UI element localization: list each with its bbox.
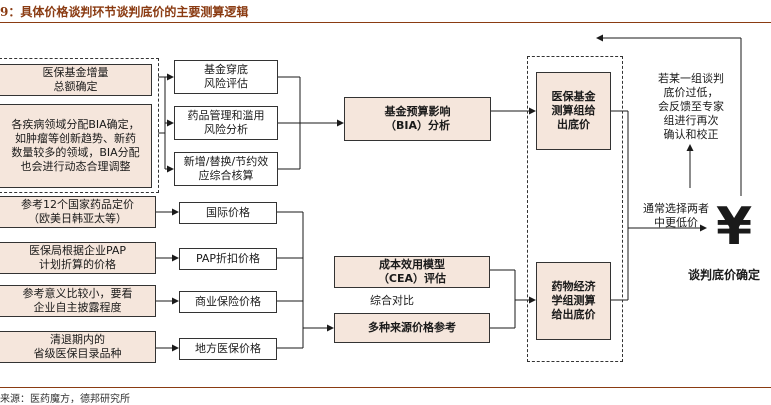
bottom-rule [0,387,771,388]
fund-group-box: 医保基金 测算组给 出底价 [536,72,611,150]
intl-ref-box: 参考12个国家药品定价 （欧美日韩亚太等） [0,196,156,228]
pharma-group-box: 药物经济 学组测算 给出底价 [536,262,611,340]
cea-model-box: 成本效用模型 （CEA）评估 [334,256,490,288]
feedback-note: 若某一组谈判 底价过低， 会反馈至专家 组进行再次 确认和校正 [658,72,724,141]
fund-risk-box: 基金穿底 风险评估 [174,60,278,94]
bia-analysis-box: 基金预算影响 （BIA）分析 [344,97,491,141]
commercial-price-box: 商业保险价格 [179,291,277,313]
top-rule [0,22,771,23]
drug-mgmt-box: 药品管理和滥用 风险分析 [174,106,278,140]
yen-icon: ¥ [716,197,753,257]
choose-lower-note: 通常选择两者 中更低价 [643,202,709,229]
pap-price-box: PAP折扣价格 [179,248,277,270]
calc-groups-outline [527,56,623,362]
multi-source-box: 多种来源价格参考 [334,313,490,343]
disease-bia-box: 各疾病领域分配BIA确定， 如肿瘤等创新趋势、新药 数量较多的领域，BIA分配 … [0,104,152,188]
commercial-ref-box: 参考意义比较小，要看 企业自主披露程度 [0,285,156,317]
compare-label: 综合对比 [370,294,414,307]
figure-title: 9：具体价格谈判环节谈判底价的主要测算逻辑 [0,5,249,19]
catalog-drugs-box: 清退期内的 省级医保目录品种 [0,331,156,363]
new-replace-box: 新增/替换/节约效 应综合核算 [174,152,278,186]
final-price-label: 谈判底价确定 [688,268,761,282]
fund-inputs-group-outline [0,58,159,193]
local-price-box: 地方医保价格 [179,338,277,360]
pap-calc-box: 医保局根据企业PAP 计划折算的价格 [0,242,156,274]
intl-price-box: 国际价格 [179,202,277,224]
source-note: 来源：医药魔方，德邦研究所 [0,394,130,405]
fund-total-box: 医保基金增量 总额确定 [0,64,152,96]
